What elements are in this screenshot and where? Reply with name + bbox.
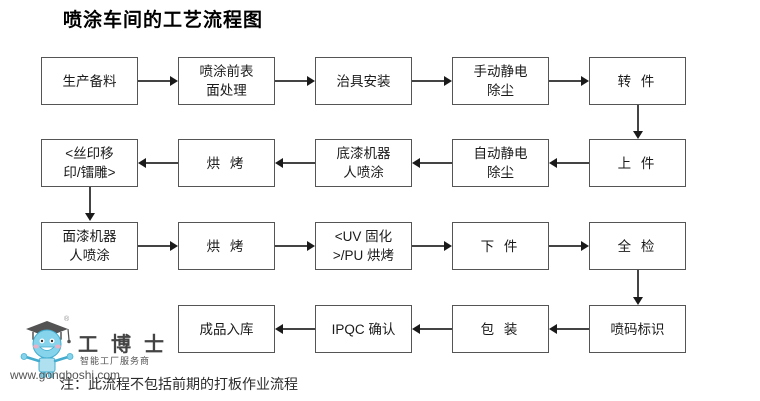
- connector-r4-2: [420, 328, 452, 330]
- connector-r4-1: [557, 328, 589, 330]
- flow-node-mianqijiqirenpentu[interactable]: 面漆机器 人喷涂: [41, 222, 138, 270]
- connector-r2-4: [146, 162, 178, 164]
- connector-r2-1: [557, 162, 589, 164]
- flow-node-zhijuanzhuang[interactable]: 治具安装: [315, 57, 412, 105]
- flow-node-label: <UV 固化 >/PU 烘烤: [332, 229, 395, 263]
- flow-node-zhuanjian[interactable]: 转 件: [589, 57, 686, 105]
- flow-node-ipqc-queren[interactable]: IPQC 确认: [315, 305, 412, 353]
- connector-r3-2: [275, 245, 307, 247]
- flow-node-shangjian[interactable]: 上 件: [589, 139, 686, 187]
- connector-r1-2: [275, 80, 307, 82]
- arrowhead-r1-2: [307, 76, 315, 86]
- connector-r1-4: [549, 80, 581, 82]
- connector-r2-2: [420, 162, 452, 164]
- footnote: 注：此流程不包括前期的打板作业流程: [60, 376, 298, 392]
- connector-r3-1: [138, 245, 170, 247]
- flow-node-label: 手动静电 除尘: [473, 64, 528, 98]
- arrowhead-r2-2: [412, 158, 420, 168]
- arrowhead-r3-2: [307, 241, 315, 251]
- arrowhead-r3-1: [170, 241, 178, 251]
- arrowhead-r1-1: [170, 76, 178, 86]
- flow-node-label: 转 件: [617, 73, 658, 89]
- connector-r1-3: [412, 80, 444, 82]
- page-title: 喷涂车间的工艺流程图: [63, 10, 264, 31]
- connector-r3-3: [412, 245, 444, 247]
- connector-r4-3: [283, 328, 315, 330]
- arrowhead-r4-2: [412, 324, 420, 334]
- flow-node-label: 治具安装: [336, 73, 391, 89]
- flow-node-diqijiqirenpentu[interactable]: 底漆机器 人喷涂: [315, 139, 412, 187]
- watermark-brand: 工 博 士: [78, 334, 168, 356]
- connector-r2-3: [283, 162, 315, 164]
- flow-node-label: 喷码标识: [610, 321, 665, 337]
- flow-node-uvguhua-puhongkao[interactable]: <UV 固化 >/PU 烘烤: [315, 222, 412, 270]
- arrowhead-r3-4: [581, 241, 589, 251]
- arrowhead-r2-to-r3: [85, 213, 95, 221]
- arrowhead-r1-to-r2: [633, 131, 643, 139]
- connector-r1-to-r2: [637, 105, 639, 131]
- connector-r1-1: [138, 80, 170, 82]
- arrowhead-r4-1: [549, 324, 557, 334]
- arrowhead-r3-to-r4: [633, 297, 643, 305]
- flow-node-label: 喷涂前表 面处理: [199, 64, 254, 98]
- flow-node-label: IPQC 确认: [331, 321, 396, 337]
- flow-node-label: 全 检: [617, 238, 658, 254]
- flow-node-label: 底漆机器 人喷涂: [336, 146, 391, 180]
- flow-node-label: 自动静电 除尘: [473, 146, 528, 180]
- arrowhead-r2-1: [549, 158, 557, 168]
- flow-node-chengpinruku[interactable]: 成品入库: [178, 305, 275, 353]
- connector-r3-to-r4: [637, 270, 639, 297]
- flow-node-label: 下 件: [480, 238, 521, 254]
- flow-node-label: 烘 烤: [206, 155, 247, 171]
- flow-node-label: 上 件: [617, 155, 658, 171]
- flow-node-quanjian[interactable]: 全 检: [589, 222, 686, 270]
- flow-node-baozhuang[interactable]: 包 装: [452, 305, 549, 353]
- flow-node-penmabiaoshi[interactable]: 喷码标识: [589, 305, 686, 353]
- arrowhead-r1-3: [444, 76, 452, 86]
- flow-node-label: 生产备料: [62, 73, 117, 89]
- flow-node-label: 包 装: [480, 321, 521, 337]
- connector-r2-to-r3: [89, 187, 91, 213]
- flow-node-zidongjingdianchuchen[interactable]: 自动静电 除尘: [452, 139, 549, 187]
- flow-node-hongkao-2[interactable]: 烘 烤: [178, 222, 275, 270]
- flow-node-xiajian[interactable]: 下 件: [452, 222, 549, 270]
- arrowhead-r1-4: [581, 76, 589, 86]
- arrowhead-r2-3: [275, 158, 283, 168]
- flow-node-hongkao-1[interactable]: 烘 烤: [178, 139, 275, 187]
- flow-node-shengchanbeiliao[interactable]: 生产备料: [41, 57, 138, 105]
- arrowhead-r4-3: [275, 324, 283, 334]
- arrowhead-r3-3: [444, 241, 452, 251]
- flow-node-siyinyiyinleidiao[interactable]: <丝印移 印/镭雕>: [41, 139, 138, 187]
- flow-node-pentuqianbiaomianchuli[interactable]: 喷涂前表 面处理: [178, 57, 275, 105]
- flow-node-label: 面漆机器 人喷涂: [62, 229, 117, 263]
- connector-r3-4: [549, 245, 581, 247]
- flow-node-label: 成品入库: [199, 321, 254, 337]
- flow-node-shoudongjingdianchuchen[interactable]: 手动静电 除尘: [452, 57, 549, 105]
- arrowhead-r2-4: [138, 158, 146, 168]
- flow-node-label: <丝印移 印/镭雕>: [63, 146, 116, 180]
- mascot-icon: [20, 321, 74, 378]
- registered-mark: ®: [64, 316, 70, 323]
- watermark-tagline: 智能工厂服务商: [80, 356, 151, 366]
- flow-node-label: 烘 烤: [206, 238, 247, 254]
